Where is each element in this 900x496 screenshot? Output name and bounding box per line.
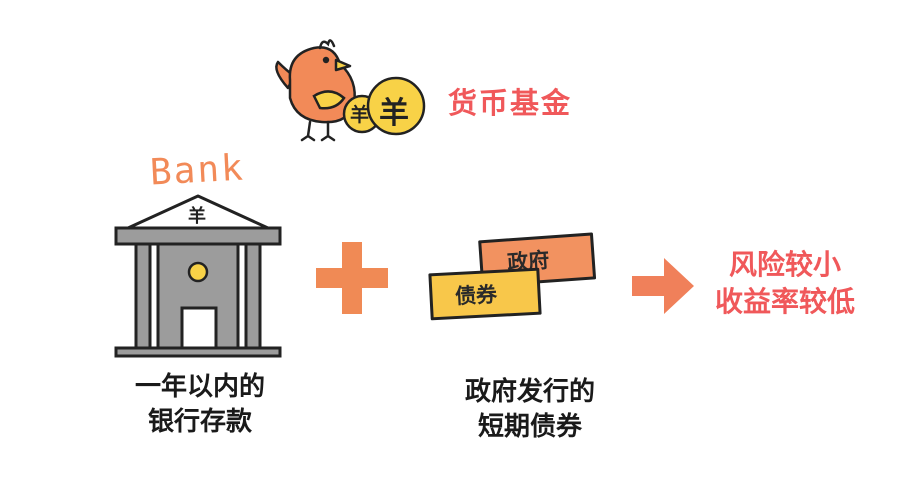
ticket-front-text: 债券 [454,281,498,308]
money-fund-title: 货币基金 [448,86,573,120]
coin-symbol-small: 羊 [350,104,370,126]
plus-icon [316,242,388,314]
bank-deposit-caption: 一年以内的 银行存款 [110,370,290,440]
bond-caption-line2: 短期债券 [477,412,582,442]
bank-roof-symbol: 羊 [188,206,206,227]
bank-building-icon: 羊 [108,190,288,360]
arrow-right-icon [632,256,694,316]
bird-with-coins-icon: 羊 羊 [270,39,430,150]
bond-tickets-icon: 政府 债券 [425,228,605,328]
result-text: 风险较小 收益率较低 [690,246,880,320]
bond-caption: 政府发行的 短期债券 [440,375,620,445]
result-line1: 风险较小 [728,248,841,281]
bank-caption-line2: 银行存款 [147,407,252,437]
bond-caption-line1: 政府发行的 [464,377,595,407]
coin-symbol-large: 羊 [379,96,409,131]
bank-caption-line1: 一年以内的 [134,372,265,402]
bank-sign: Bank [148,147,246,194]
result-line2: 收益率较低 [714,285,855,318]
